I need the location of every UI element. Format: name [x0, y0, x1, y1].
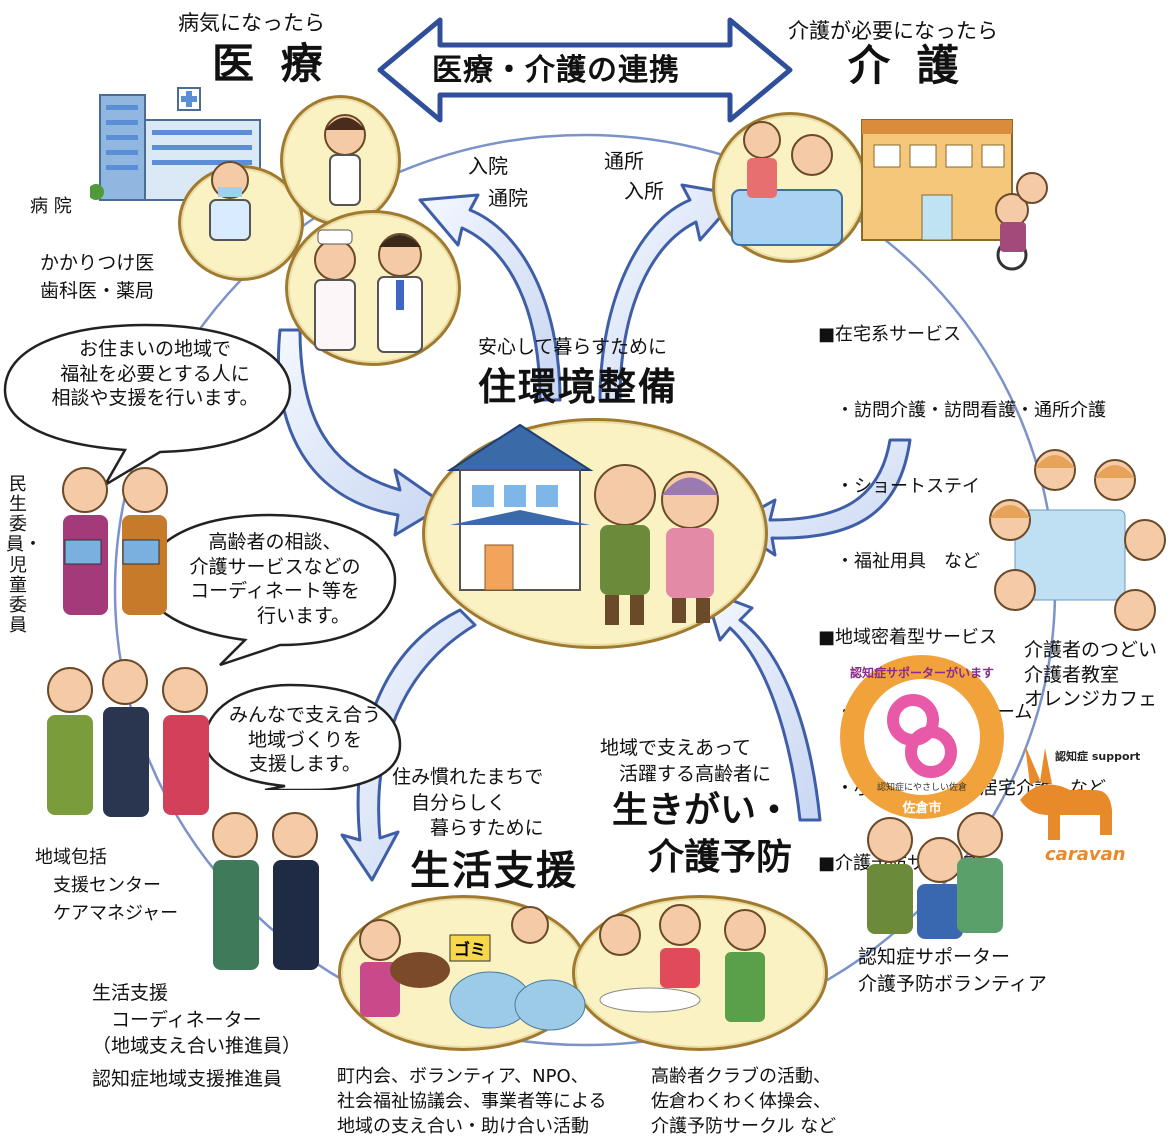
ikigai-title: 生きがい・ 介護予防 — [612, 790, 793, 878]
supporter-caravan-mascot: 認知症 supporter caravan — [1020, 745, 1140, 865]
dementia-supporter-logo: 認知症サポーターがいます 認知症にやさしい佐倉 佐倉市 — [840, 655, 1004, 819]
top-arrow-shape — [377, 17, 793, 123]
logo-ring-text: 認知症サポーターがいます — [850, 665, 994, 680]
logo-city-text: 佐倉市 — [901, 800, 941, 816]
medical-title: 医 療 — [212, 39, 329, 88]
supporter-volunteers-illustration — [867, 812, 1003, 939]
gomi-sign-text: ゴミ — [454, 940, 486, 959]
minsei-label: 民生委員・児童委員 — [6, 474, 42, 637]
arrow-home-to-medical — [418, 193, 562, 402]
bubble-coordinator-text: みんなで支え合う 地域づくりを 支援します。 — [228, 704, 381, 776]
hospital-label: 病 院 — [30, 196, 72, 217]
medical-subtitle: 病気になったら — [178, 11, 325, 35]
life-support-subtitle: 住み慣れたまちで 自分らしく 暮らすために — [392, 766, 544, 840]
bubble-houkatsu-text: 高齢者の相談、 介護サービスなどの コーディネート等を 行います。 — [189, 531, 361, 628]
care-service-item: ■地域密着型サービス — [818, 626, 998, 648]
care-service-item: ・福祉用具 など — [818, 551, 980, 573]
care-inout-label: 通所 入所 — [604, 149, 664, 203]
life-support-title: 生活支援 — [410, 848, 578, 894]
community-activities-illustration: ゴミ — [359, 904, 766, 1031]
community-activity-label: 町内会、ボランティア、NPO、 社会福祉協議会、事業者等による 地域の支え合い・… — [337, 1066, 607, 1138]
caravan-top-text: 認知症 supporter — [1055, 749, 1140, 763]
home-elderly-illustration — [446, 423, 719, 625]
care-service-item: ・ショートステイ — [818, 475, 980, 497]
care-service-item: ・訪問介護・訪問看護・通所介護 — [818, 399, 1106, 421]
logo-inner-text: 認知症にやさしい佐倉 — [877, 781, 967, 793]
dementia-promoter-label: 認知症地域支援推進員 — [92, 1068, 283, 1090]
arrow-home-to-life — [340, 608, 477, 882]
bubble-minsei-text: お住まいの地域で 福祉を必要とする人に 相談や支援を行います。 — [51, 338, 259, 410]
supporter-label: 認知症サポーター 介護予防ボランティア — [858, 946, 1047, 995]
housing-title: 住環境整備 — [478, 365, 679, 409]
family-doctor-label: かかりつけ医 歯科医・薬局 — [40, 252, 155, 302]
ikigai-subtitle: 地域で支えあって 活躍する高齢者に — [600, 737, 772, 785]
care-facility-illustration — [731, 119, 1048, 271]
care-service-item: ■在宅系サービス — [818, 324, 962, 346]
care-subtitle: 介護が必要になったら — [788, 19, 998, 43]
arrow-care-to-home — [728, 438, 912, 557]
coordinator-label: 生活支援 コーディネーター （地域支え合い推進員） — [92, 982, 302, 1058]
caregiver-meeting-illustration — [989, 449, 1166, 631]
care-title: 介 護 — [848, 41, 965, 90]
left-people-illustration — [47, 467, 319, 970]
top-arrow-label: 医療・介護の連携 — [432, 53, 680, 88]
caravan-bottom-text: caravan — [1045, 844, 1126, 865]
housing-subtitle: 安心して暮らすために — [478, 336, 668, 358]
caregiver-label: 介護者のつどい 介護者教室 オレンジカフェ — [1024, 639, 1158, 711]
hospital-inout-label: 入院 通院 — [468, 154, 528, 210]
houkatsu-label: 地域包括 支援センター ケアマネジャー — [35, 847, 179, 924]
medical-staff-illustration — [209, 114, 423, 353]
elderly-club-label: 高齢者クラブの活動、 佐倉わくわく体操会、 介護予防サークル など — [651, 1066, 837, 1138]
